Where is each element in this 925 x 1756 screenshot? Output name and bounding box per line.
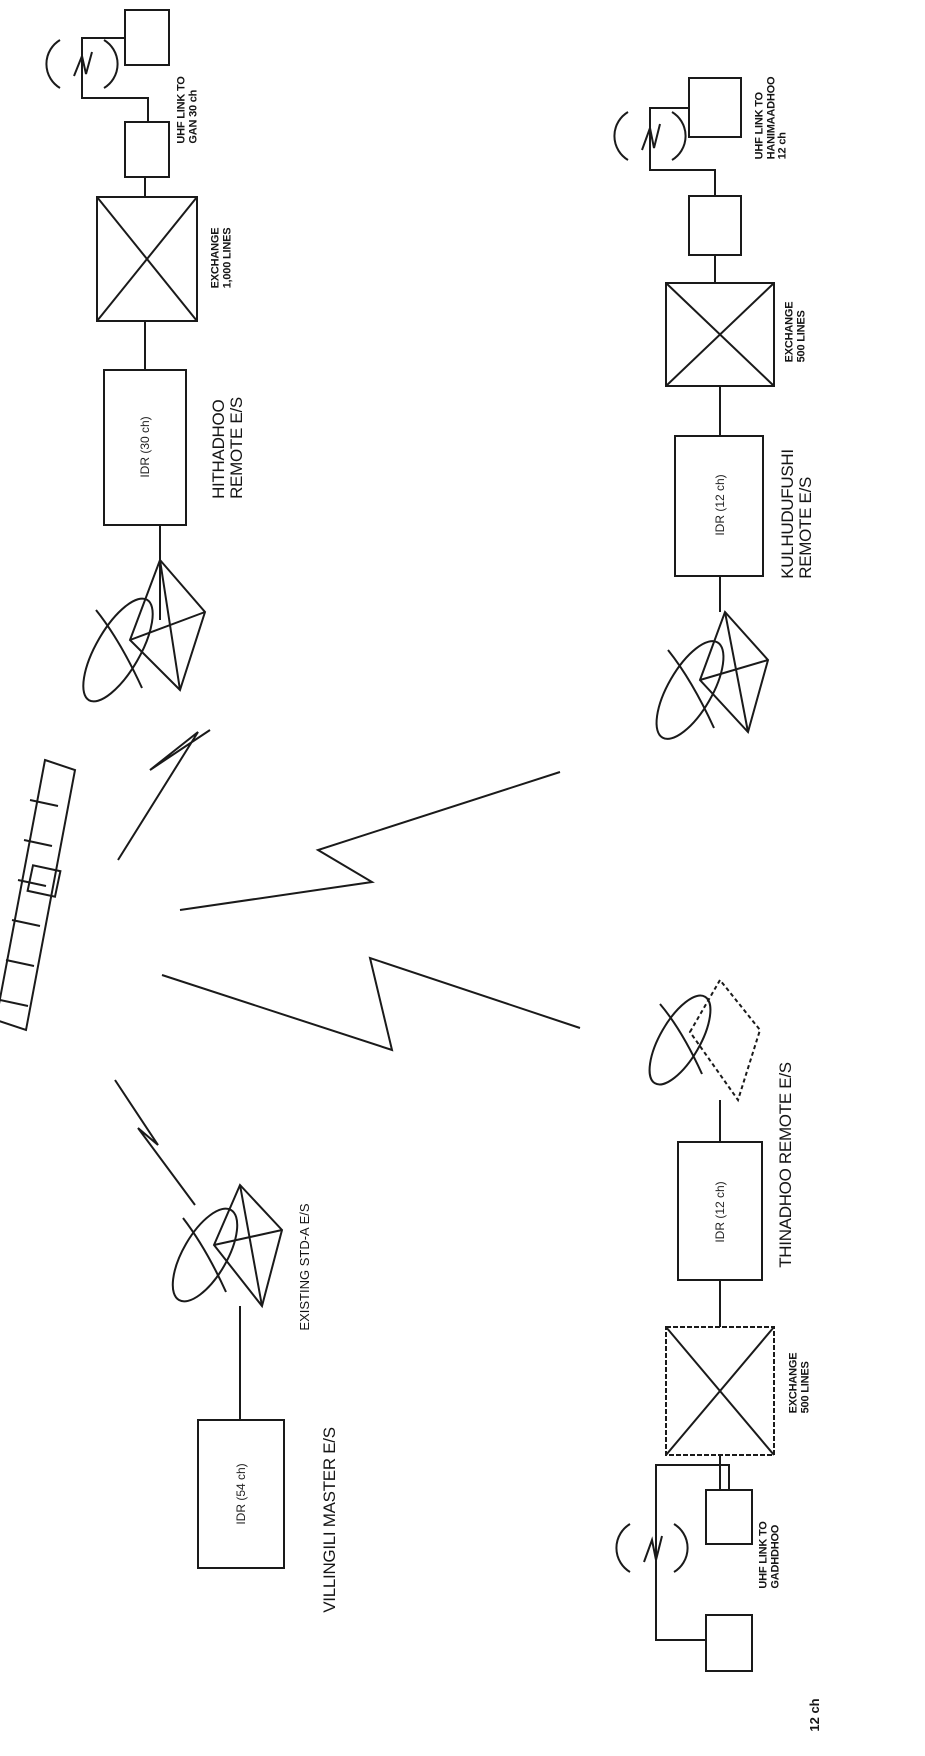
villingili-dish-icon [171,1183,284,1309]
hithadhoo-uhf-wire [81,37,149,122]
radio-path-hithadhoo [117,729,211,861]
hithadhoo-exchange-label: EXCHANGE 1,000 LINES [209,227,233,289]
kulhudufushi-uhf-wire [649,107,716,196]
kulhudufushi-uhf-box-2 [688,77,742,138]
kulhudufushi-branch [613,77,775,740]
hithadhoo-uhf-box-1 [124,121,170,178]
hithadhoo-exchange-box [96,196,198,322]
villingili-station-label: VILLINGILI MASTER E/S [320,1427,340,1613]
thinadhoo-branch [615,978,775,1672]
radio-path-thinadhoo [161,956,581,1052]
villingili-branch [171,1183,285,1569]
kulhudufushi-station-label: KULHUDUFUSHI REMOTE E/S [778,449,815,579]
hithadhoo-branch [45,9,207,703]
hithadhoo-uhf-box-2 [124,9,170,66]
kulhudufushi-uhf-label: UHF LINK TO HANIMAADHOO 12 ch [753,76,789,160]
kulhudufushi-radio-link-icon [613,111,687,161]
thinadhoo-dish-icon [648,978,762,1103]
thinadhoo-radio-link-icon [615,1523,689,1573]
kulhudufushi-exchange-box [665,282,775,387]
satellite-icon [0,758,77,1032]
kulhudufushi-exchange-label: EXCHANGE 500 LINES [783,301,807,363]
thinadhoo-channels-label: 12 ch [807,1698,823,1732]
hithadhoo-uhf-label: UHF LINK TO GAN 30 ch [175,76,199,144]
thinadhoo-exchange-box [665,1326,775,1456]
thinadhoo-uhf-label: UHF LINK TO GADHDHOO [757,1521,781,1589]
thinadhoo-uhf-wire [655,1464,730,1641]
thinadhoo-uhf-box-1 [705,1489,753,1545]
villingili-idr-label: IDR (54 ch) [234,1463,248,1525]
kulhudufushi-dish-icon [655,610,770,740]
hithadhoo-radio-link-icon [45,39,119,89]
thinadhoo-uhf-box-2 [705,1614,753,1672]
hithadhoo-station-label: HITHADHOO REMOTE E/S [209,397,246,499]
radio-path-villingili [114,1079,196,1206]
radio-path-kulhudufushi [179,771,561,911]
hithadhoo-dish-icon [82,558,207,703]
thinadhoo-station-label: THINADHOO REMOTE E/S [776,1062,796,1268]
kulhudufushi-idr-label: IDR (12 ch) [713,474,727,536]
villingili-existing-label: EXISTING STD-A E/S [297,1203,313,1331]
thinadhoo-idr-label: IDR (12 ch) [713,1181,727,1243]
villingili-idr-box [197,1419,285,1569]
kulhudufushi-uhf-box-1 [688,195,742,256]
thinadhoo-exchange-label: EXCHANGE 500 LINES [787,1352,811,1414]
hithadhoo-idr-label: IDR (30 ch) [138,416,152,478]
